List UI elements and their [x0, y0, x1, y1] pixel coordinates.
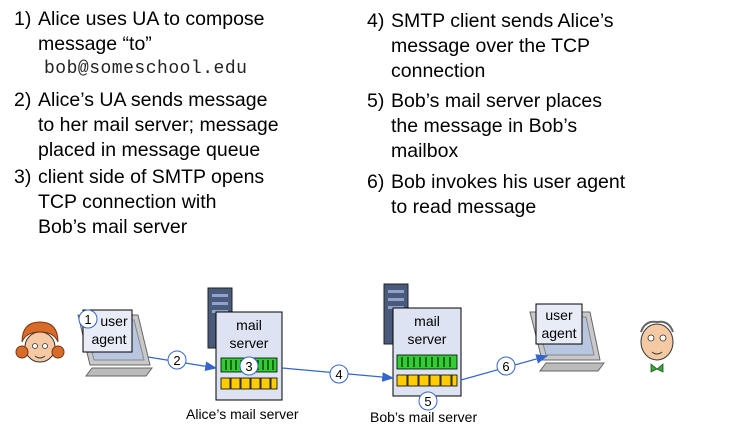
step-line: placed in message queue	[38, 139, 261, 161]
bob-ua-line2: agent	[541, 325, 576, 341]
step-line: the message in Bob’s	[391, 115, 578, 137]
step-number: 4)	[367, 10, 385, 32]
marker-label: 2	[173, 353, 180, 368]
step-number: 5)	[367, 90, 385, 112]
marker-label: 4	[335, 367, 342, 382]
step-number: 3)	[14, 166, 32, 188]
step-number: 2)	[14, 89, 32, 111]
bob-server-caption: Bob’s mail server	[370, 409, 477, 425]
step-line: SMTP client sends Alice’s	[391, 10, 614, 32]
step-line: Bob invokes his user agent	[391, 171, 626, 193]
marker-label: 5	[424, 394, 431, 409]
bob-user-agent-box	[535, 303, 583, 345]
marker-label: 6	[502, 359, 509, 374]
step-number: 6)	[367, 171, 385, 193]
step-line: Alice’s UA sends message	[38, 89, 268, 111]
step-marker-4: 4	[329, 364, 349, 384]
step-line: message over the TCP	[391, 35, 591, 57]
bob-avatar	[640, 320, 674, 373]
step-line: Bob’s mail server	[38, 216, 188, 238]
alice-server-caption: Alice’s mail server	[186, 406, 299, 422]
step-marker-6: 6	[496, 356, 516, 376]
step-line: to her mail server; message	[38, 114, 279, 136]
bob-server-line1: mail	[414, 313, 440, 329]
step-line: TCP connection with	[38, 191, 217, 213]
alice-ua-line1: user	[100, 313, 128, 329]
step-line: Alice uses UA to compose	[38, 8, 265, 30]
step-marker-5: 5	[418, 391, 438, 411]
alice-avatar	[15, 321, 65, 363]
step-line: mailbox	[391, 140, 459, 162]
step-line: client side of SMTP opens	[38, 166, 265, 188]
alice-ua-line2: agent	[91, 331, 126, 347]
step-line: message “to”	[38, 33, 152, 55]
alice-server-line1: mail	[236, 317, 262, 333]
smtp-flow-diagram: user agent mail server Alice’s mail serv…	[15, 283, 674, 425]
bob-server-line2: server	[408, 331, 447, 347]
alice-server-line2: server	[230, 335, 269, 351]
step-marker-3: 3	[239, 356, 259, 376]
step-line: to read message	[391, 196, 537, 218]
bob-ua-line1: user	[545, 307, 573, 323]
email-address: bob@someschool.edu	[44, 59, 248, 79]
bob-mailboxes	[396, 374, 458, 387]
step-line: connection	[391, 60, 486, 82]
alice-mailboxes	[220, 377, 278, 390]
bob-message-queue	[396, 354, 458, 370]
step-marker-1: 1	[78, 309, 98, 329]
step-marker-2: 2	[167, 350, 187, 370]
marker-label: 3	[245, 359, 252, 374]
marker-label: 1	[84, 312, 91, 327]
step-number: 1)	[14, 8, 32, 30]
step-line: Bob’s mail server places	[391, 90, 602, 112]
